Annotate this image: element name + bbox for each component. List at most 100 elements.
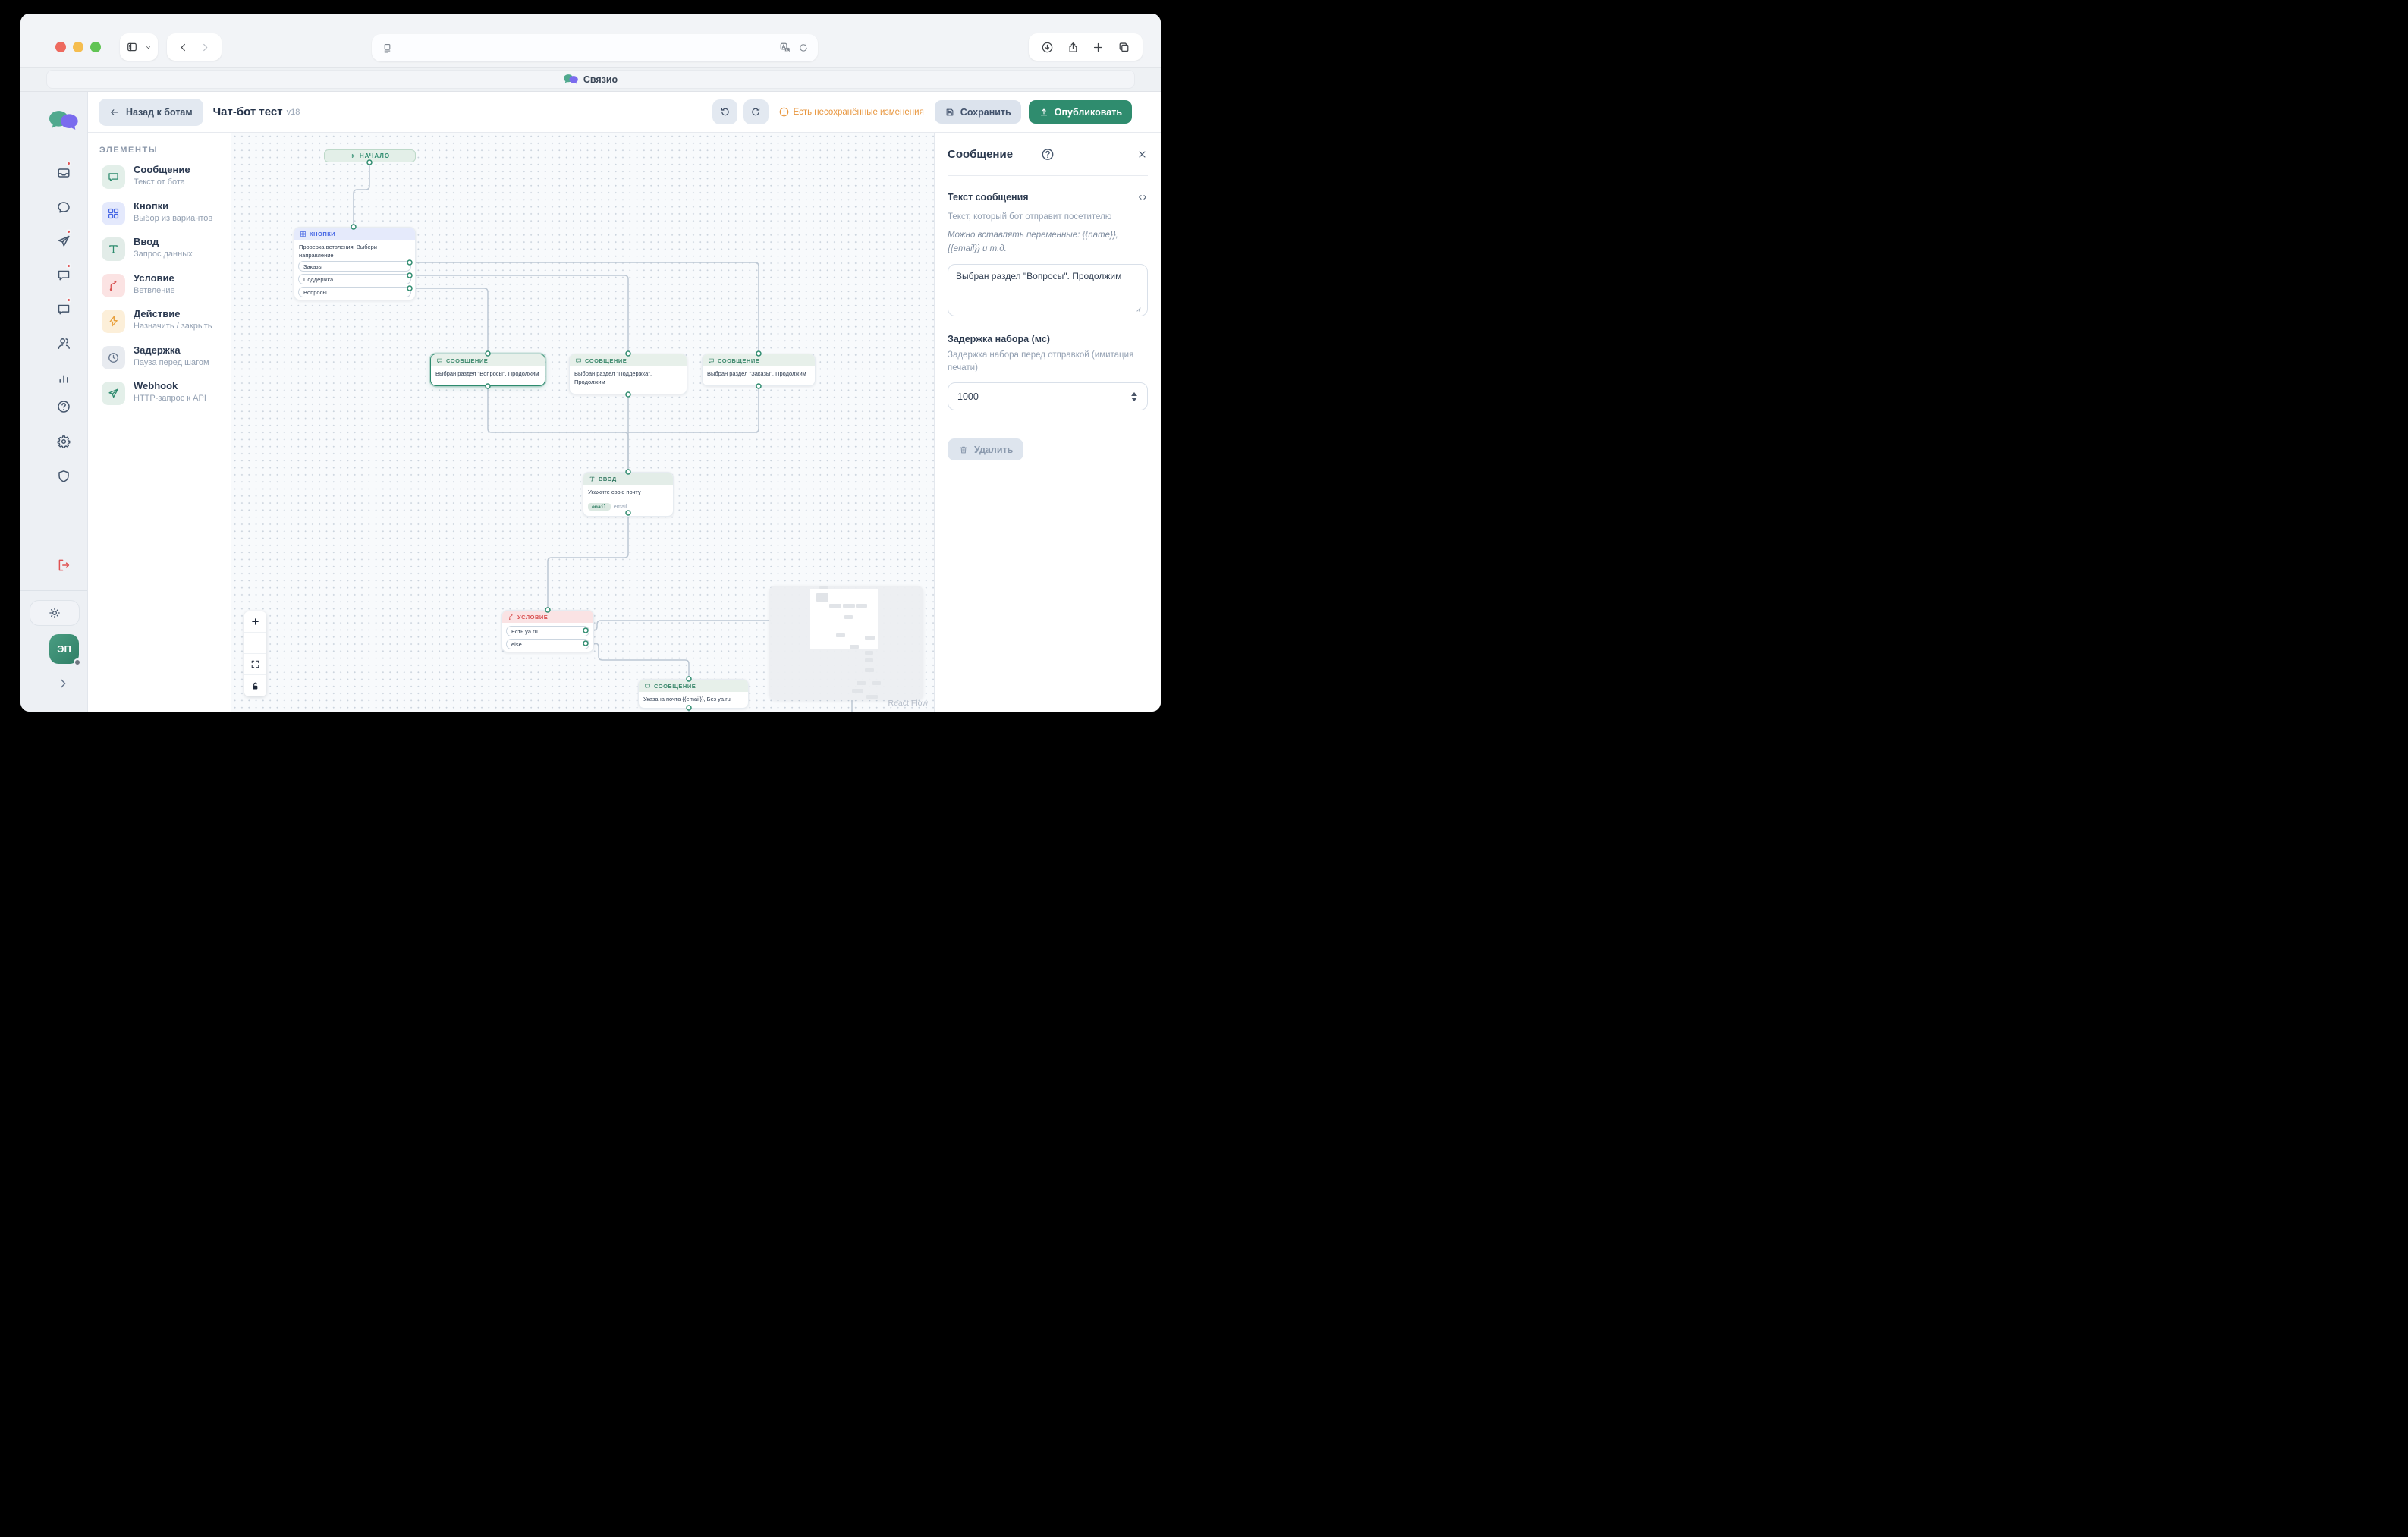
theme-toggle-button[interactable] (30, 600, 80, 626)
sidebar-item-gear[interactable] (56, 434, 71, 449)
reload-icon[interactable] (798, 42, 809, 53)
undo-button[interactable] (712, 99, 737, 124)
bot-version: v18 (286, 107, 300, 117)
sidebar-item-chat-round[interactable] (56, 200, 71, 215)
message-text-description: Текст, который бот отправит посетителю (948, 212, 1112, 222)
message-icon (709, 358, 714, 363)
chevron-right-icon (61, 679, 66, 688)
resize-handle-icon[interactable] (1134, 305, 1143, 314)
minimap-node (865, 668, 874, 672)
sidebar-item-chat-square[interactable] (56, 263, 71, 283)
tab-svyazio[interactable]: Связио (46, 70, 1135, 89)
sidebar-item-chat-square-2[interactable] (56, 297, 71, 317)
page-format-icon[interactable] (382, 42, 393, 54)
element-tile-condition (102, 273, 125, 297)
address-bar[interactable] (372, 34, 818, 61)
save-button[interactable]: Сохранить (934, 100, 1021, 124)
canvas-control-minus[interactable] (244, 633, 266, 654)
avatar[interactable]: ЭП (49, 634, 81, 666)
branch-icon (109, 280, 117, 291)
canvas-control-plus[interactable] (244, 611, 266, 633)
sidebar-expand-button[interactable] (56, 677, 71, 692)
browser-window: Связио ЭП Назад к ботам Чат-бот тест v18… (20, 14, 1161, 712)
notification-badge (66, 229, 71, 234)
translate-icon[interactable] (779, 42, 791, 54)
reader-icon (384, 43, 391, 52)
close-window-button[interactable] (55, 42, 66, 52)
node-option[interactable]: Вопросы (298, 287, 411, 297)
minimap-node (865, 658, 873, 662)
sidebar-toggle-button[interactable] (120, 33, 158, 61)
node-option[interactable]: Поддержка (298, 274, 411, 284)
tab-bar: Связио (20, 67, 1161, 92)
help-circle-icon (1042, 148, 1054, 160)
status-dot (74, 658, 81, 666)
sidebar-item-send[interactable] (56, 229, 71, 249)
chat-square-icon (58, 270, 70, 281)
zoom-window-button[interactable] (90, 42, 101, 52)
typing-delay-input[interactable] (948, 390, 1129, 403)
edges-layer (353, 162, 853, 712)
canvas-control-lock-open[interactable] (244, 675, 266, 696)
sidebar-item-logout[interactable] (56, 558, 71, 573)
node-option[interactable]: Заказы (298, 261, 411, 272)
app-logo (49, 111, 78, 132)
node-start[interactable]: НАЧАЛО (324, 149, 416, 162)
sidebar-item-shield[interactable] (56, 469, 71, 484)
plus-icon (252, 618, 259, 625)
save-icon (945, 107, 955, 118)
warning-circle-icon (778, 106, 790, 118)
condition-branch[interactable]: else (506, 639, 589, 649)
resize-icon (1136, 307, 1141, 312)
browser-back-button[interactable] (178, 42, 189, 53)
sidebar-rail: ЭП (20, 92, 88, 712)
share-button[interactable] (1067, 41, 1080, 54)
sidebar-item-users[interactable] (56, 336, 71, 351)
sidebar-item-help-circle[interactable] (56, 399, 71, 414)
sidebar-item-inbox[interactable] (56, 161, 71, 181)
bot-title: Чат-бот тест (212, 105, 283, 118)
delete-node-button[interactable]: Удалить (948, 438, 1024, 461)
minimap-node (872, 681, 881, 685)
tab-overview-button[interactable] (1118, 41, 1130, 54)
downloads-button[interactable] (1041, 41, 1054, 54)
tabs-icon (1119, 42, 1128, 52)
grid-icon (108, 208, 119, 218)
flow-edge (586, 620, 771, 631)
browser-toolbar (20, 14, 1161, 67)
back-to-bots-label: Назад к ботам (126, 106, 193, 118)
message-text-input[interactable]: Выбран раздел "Вопросы". Продолжим (948, 263, 1148, 316)
code-icon[interactable] (1137, 192, 1148, 203)
browser-forward-button[interactable] (200, 42, 211, 53)
back-to-bots-button[interactable]: Назад к ботам (99, 98, 203, 126)
help-icon[interactable] (1041, 147, 1055, 162)
canvas-control-fit[interactable] (244, 654, 266, 675)
minimize-window-button[interactable] (73, 42, 83, 52)
minimap[interactable] (769, 586, 923, 700)
letter-t-icon (589, 476, 595, 481)
redo-button[interactable] (743, 99, 769, 124)
close-icon[interactable] (1136, 149, 1148, 160)
publish-button[interactable]: Опубликовать (1028, 100, 1132, 124)
condition-branch[interactable]: Есть ya.ru (506, 626, 589, 636)
sidebar-item-bar-chart[interactable] (56, 370, 71, 385)
number-stepper[interactable] (1129, 391, 1140, 401)
new-tab-button[interactable] (1092, 41, 1105, 54)
branch-icon (509, 614, 513, 620)
flow-edge (487, 386, 629, 470)
